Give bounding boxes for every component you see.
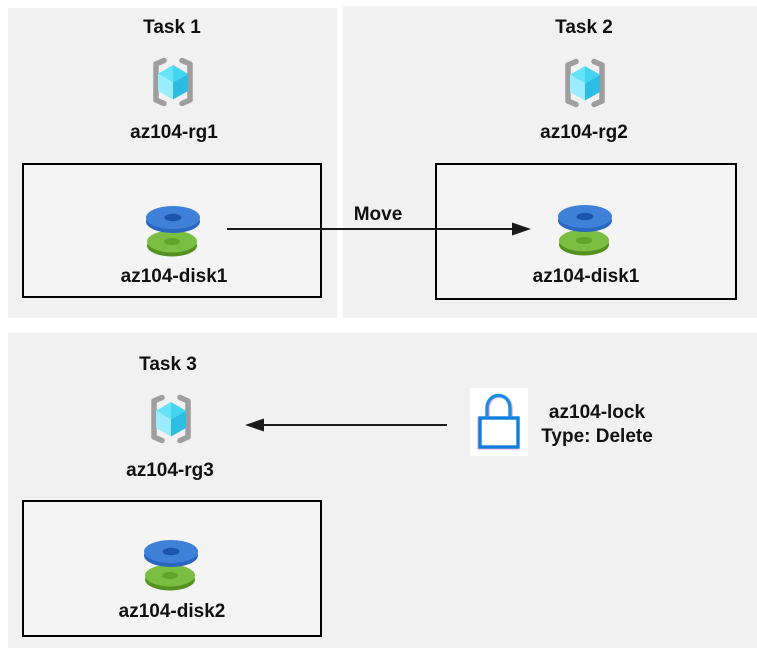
- move-arrow: [227, 222, 531, 236]
- task2-resource-group-label: az104-rg2: [540, 122, 628, 144]
- task3-disk-label: az104-disk2: [118, 601, 226, 623]
- lock-type-label: Type: Delete: [541, 426, 653, 447]
- resource-group-icon: [565, 58, 605, 108]
- lock-card: [470, 388, 528, 456]
- lock-annotation: az104-lock Type: Delete: [541, 401, 653, 449]
- move-arrow-label: Move: [353, 204, 403, 226]
- lock-icon: [477, 393, 520, 450]
- managed-disk-icon: [144, 540, 198, 591]
- resource-group-icon: [151, 394, 191, 444]
- task1-title: Task 1: [143, 17, 201, 39]
- task1-resource-group-label: az104-rg1: [130, 122, 218, 144]
- managed-disk-icon: [558, 205, 612, 256]
- managed-disk-icon: [146, 206, 200, 257]
- task2-disk-label: az104-disk1: [532, 266, 640, 288]
- task3-title: Task 3: [139, 354, 197, 376]
- lock-arrow: [245, 418, 447, 432]
- task1-disk-label: az104-disk1: [120, 266, 228, 288]
- lock-name-label: az104-lock: [548, 402, 646, 423]
- task2-title: Task 2: [555, 17, 613, 39]
- task3-resource-group-label: az104-rg3: [126, 460, 214, 482]
- resource-group-icon: [153, 57, 193, 107]
